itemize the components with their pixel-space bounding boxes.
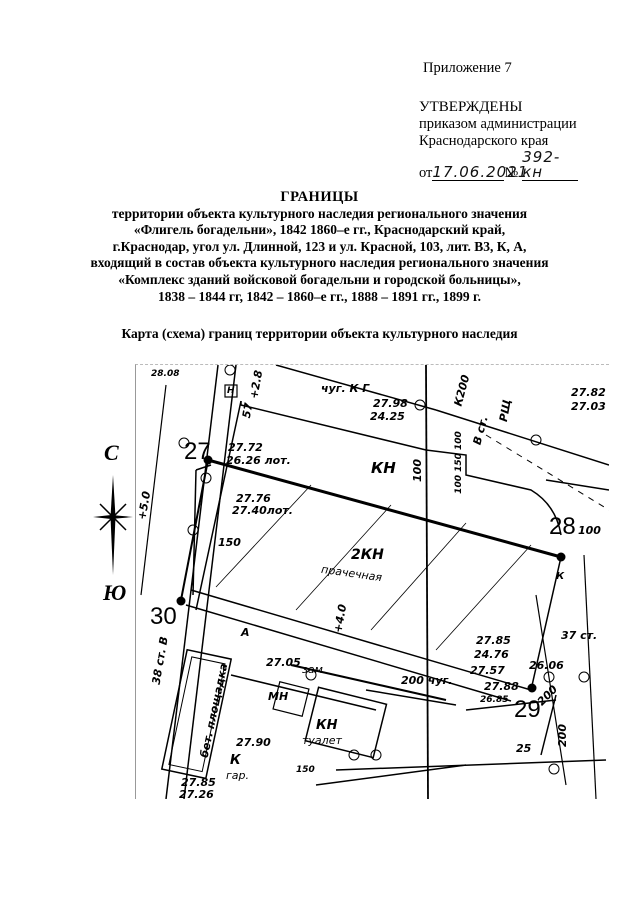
approved-title: УТВЕРЖДЕНЫ	[419, 99, 523, 115]
title-line-6: 1838 – 1844 гг, 1842 – 1860–е гг., 1888 …	[158, 288, 481, 304]
garage-label: гар.	[226, 769, 249, 782]
elevation-27-82: 27.82	[571, 386, 606, 399]
area-a-label: А	[241, 626, 250, 639]
boundary-point-27: 27	[184, 438, 211, 465]
elevation-27-40: 27.40лот.	[232, 504, 293, 517]
number-prefix: №	[504, 165, 519, 181]
elevation-27-85-right: 27.85	[476, 634, 511, 647]
pipe-25-label: 25	[516, 742, 532, 755]
title-line-4: входящий в состав объекта культурного на…	[90, 255, 549, 271]
map-caption: Карта (схема) границ территории объекта …	[121, 326, 518, 341]
elevation-26-85: 26.85	[480, 695, 509, 705]
pipe-200c-label: 200	[555, 724, 569, 747]
title-line-5: «Комплекс зданий войсковой богадельни и …	[118, 271, 521, 287]
map-drawing	[140, 365, 609, 799]
elevation-27-26: 27.26	[179, 788, 214, 799]
compass-north-label: С	[104, 440, 119, 465]
elevation-27-90: 27.90	[236, 736, 271, 749]
compass-rose-icon	[93, 475, 133, 575]
elevation-24-76: 24.76	[474, 648, 509, 661]
k-box-label: К	[556, 571, 565, 582]
elevation-27-88: 27.88	[484, 680, 519, 693]
chug-k-g-label: чуг. К Г	[321, 382, 370, 395]
elevation-26-06: 26.06	[529, 659, 564, 672]
building-2kn-label: 2КН	[351, 547, 384, 563]
elevation-27-57: 27.57	[470, 664, 505, 677]
elevation-27-85-left: 27.85	[181, 776, 216, 789]
boundary-point-28: 28	[549, 513, 576, 540]
boundary-point-29: 29	[514, 696, 541, 723]
pipe-37-label: 37 ст.	[561, 629, 598, 642]
compass-south-label: Ю	[103, 580, 127, 605]
approved-line-1: приказом администрации	[419, 116, 577, 132]
document-title: ГРАНИЦЫ территории объекта культурного н…	[0, 189, 639, 305]
n-box-label: Н	[227, 386, 235, 396]
elevation-27-05: 27.05	[266, 656, 301, 669]
elevation-27-76: 27.76	[236, 492, 271, 505]
approval-date-number: от17.06.2021№392-кн	[419, 150, 579, 182]
building-toilet-label: КН	[316, 718, 338, 733]
elevation-27-98: 27.98	[373, 397, 408, 410]
title-line-3: г.Краснодар, угол ул. Длинной, 123 и ул.…	[112, 238, 527, 254]
title-main: ГРАНИЦЫ	[280, 189, 359, 205]
number-value: 392-кн	[522, 150, 579, 181]
boundary-point-30: 30	[150, 603, 177, 630]
elevation-27-72: 27.72	[228, 441, 263, 454]
building-mn-label: МН	[268, 690, 289, 703]
boundary-map: 27 28 29 30 КН 2КН прачечная КН туалет М…	[135, 364, 609, 799]
building-kn-label: КН	[371, 459, 396, 477]
elevation-27-03: 27.03	[571, 400, 606, 413]
garage-k-label: К	[230, 753, 241, 768]
date-prefix: от	[419, 165, 433, 181]
pipe-100-label: 100	[410, 459, 424, 482]
pipe-100b-label: 100	[578, 524, 601, 537]
date-value: 17.06.2021	[432, 163, 529, 181]
elevation-26-26: 26.26 лот.	[226, 454, 291, 467]
pipe-150b-label: 150	[296, 765, 315, 775]
appendix-number: Приложение 7	[423, 60, 512, 76]
pipe-200-chug-label: 200 чуг.	[401, 674, 453, 687]
pipe-57-label: 57	[239, 401, 256, 420]
elevation-24-25: 24.25	[370, 410, 405, 423]
pipes-100-150-100-label: 100 150 100	[453, 431, 464, 494]
title-line-1: территории объекта культурного наследия …	[111, 205, 528, 221]
pipe-150-label: 150	[218, 536, 241, 549]
zam-label: зам.	[302, 663, 327, 676]
building-toilet-sub: туалет	[302, 734, 342, 747]
approved-line-2: Краснодарского края	[419, 133, 549, 149]
elevation-28-08: 28.08	[151, 369, 180, 379]
title-line-2: «Флигель богадельни», 1842 1860–е гг., К…	[133, 222, 506, 238]
approval-block: УТВЕРЖДЕНЫ приказом администрации Красно…	[419, 99, 579, 182]
